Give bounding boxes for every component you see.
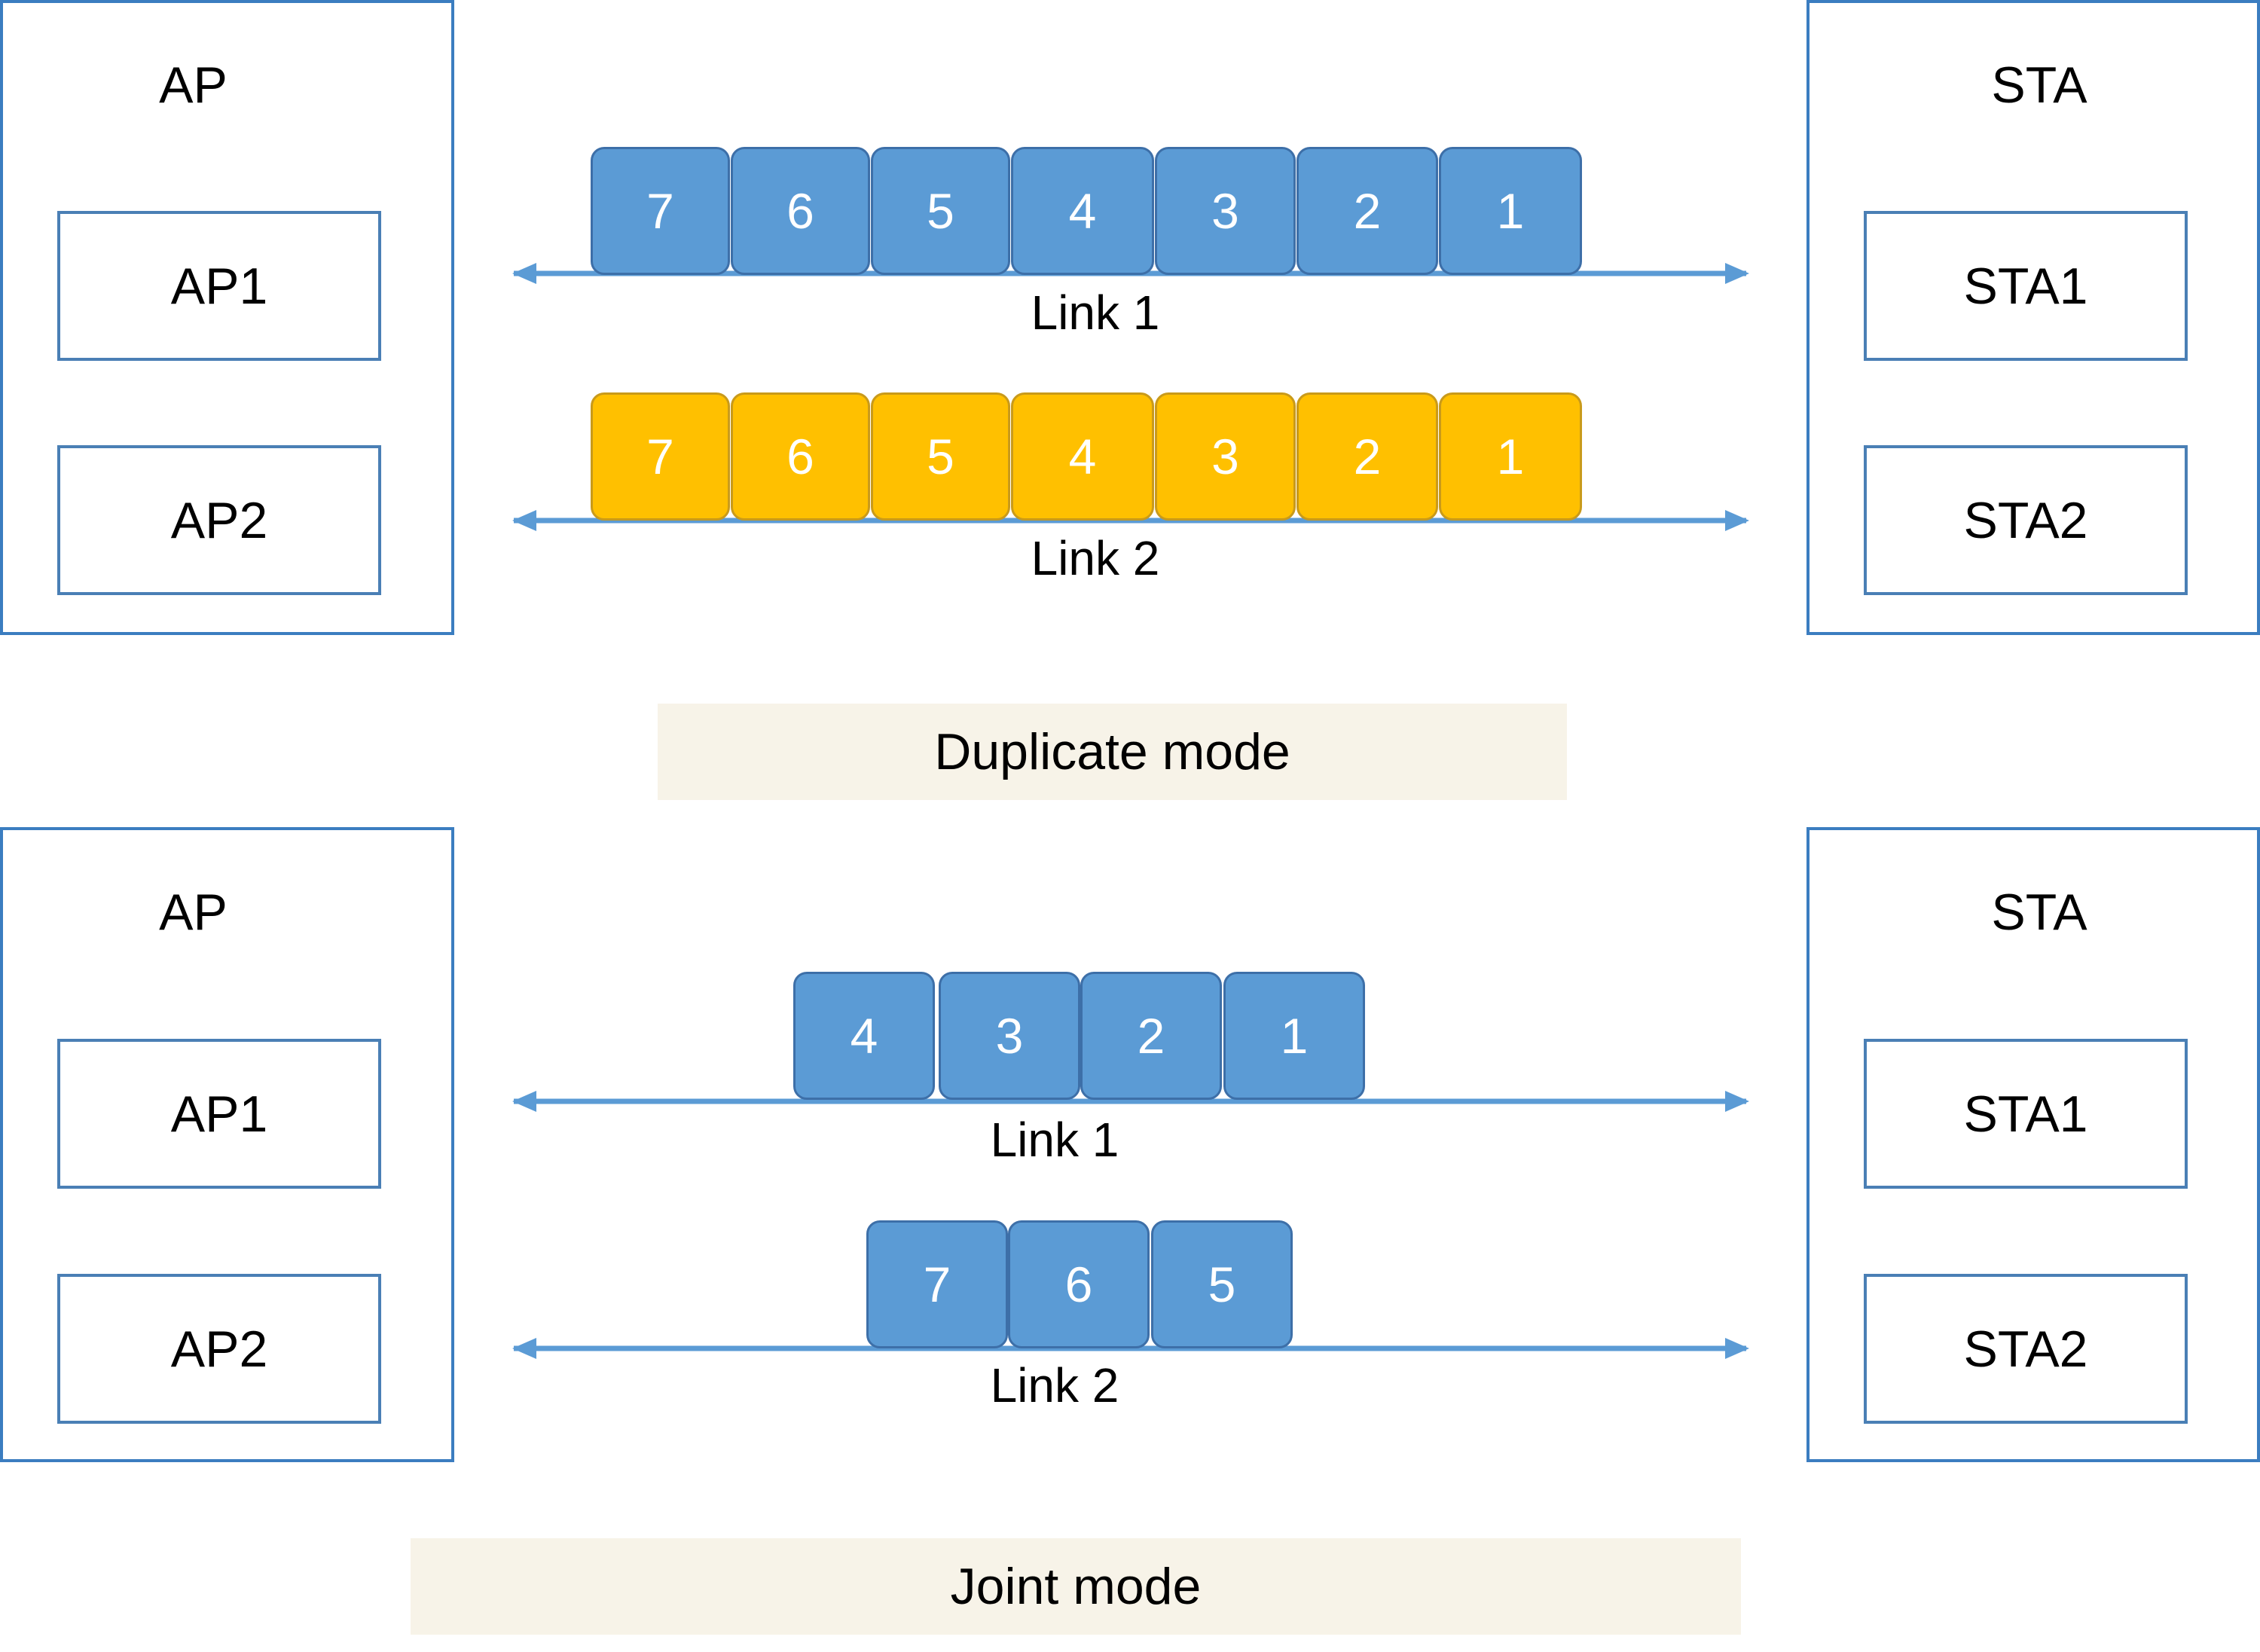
ap2-box: AP2 bbox=[57, 445, 381, 595]
sta1-box: STA1 bbox=[1864, 211, 2188, 361]
ap-box-duplicate: AP AP1 AP2 bbox=[0, 0, 454, 635]
ap-title: AP bbox=[159, 884, 228, 941]
sta-title: STA bbox=[1991, 56, 2087, 114]
mode-caption-duplicate: Duplicate mode bbox=[658, 704, 1567, 800]
ap1-box: AP1 bbox=[57, 211, 381, 361]
frame: 5 bbox=[1151, 1220, 1293, 1348]
frame: 3 bbox=[1155, 392, 1296, 521]
frame: 5 bbox=[871, 147, 1010, 275]
link2-label: Link 2 bbox=[1031, 531, 1160, 585]
link1-label: Link 1 bbox=[1031, 286, 1160, 340]
ap-title: AP bbox=[159, 56, 228, 114]
frame: 4 bbox=[1011, 392, 1154, 521]
frame: 2 bbox=[1296, 392, 1438, 521]
sta-title: STA bbox=[1991, 884, 2087, 941]
ap1-box: AP1 bbox=[57, 1039, 381, 1189]
sta2-box: STA2 bbox=[1864, 445, 2188, 595]
ap2-box: AP2 bbox=[57, 1274, 381, 1424]
frame: 6 bbox=[731, 392, 870, 521]
ap-box-joint: AP AP1 AP2 bbox=[0, 827, 454, 1462]
link1-label: Link 1 bbox=[990, 1113, 1119, 1167]
frame: 6 bbox=[731, 147, 870, 275]
frame: 2 bbox=[1080, 972, 1222, 1100]
frame: 7 bbox=[591, 147, 730, 275]
frame: 1 bbox=[1439, 147, 1582, 275]
frame: 7 bbox=[591, 392, 730, 521]
link2-label: Link 2 bbox=[990, 1358, 1119, 1412]
frame: 3 bbox=[1155, 147, 1296, 275]
mode-caption-joint: Joint mode bbox=[411, 1538, 1741, 1635]
sta-box-joint: STA STA1 STA2 bbox=[1806, 827, 2260, 1462]
frame: 4 bbox=[793, 972, 935, 1100]
frame: 6 bbox=[1008, 1220, 1150, 1348]
frame: 4 bbox=[1011, 147, 1154, 275]
sta1-box: STA1 bbox=[1864, 1039, 2188, 1189]
frame: 2 bbox=[1296, 147, 1438, 275]
frame: 7 bbox=[866, 1220, 1008, 1348]
sta-box-duplicate: STA STA1 STA2 bbox=[1806, 0, 2260, 635]
sta2-box: STA2 bbox=[1864, 1274, 2188, 1424]
frame: 5 bbox=[871, 392, 1010, 521]
frame: 3 bbox=[939, 972, 1080, 1100]
frame: 1 bbox=[1223, 972, 1365, 1100]
frame: 1 bbox=[1439, 392, 1582, 521]
